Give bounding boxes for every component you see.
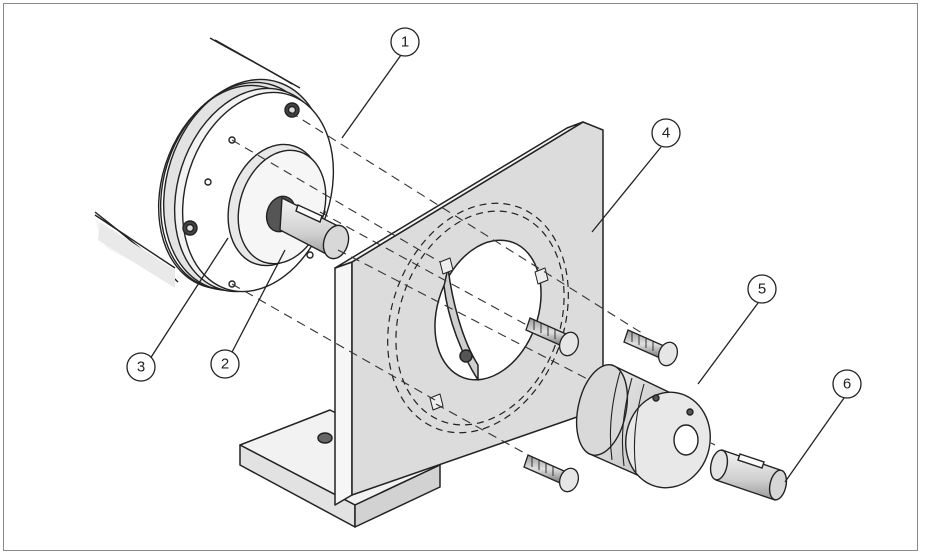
screw-upper xyxy=(623,329,679,367)
leader-1 xyxy=(341,54,402,139)
leader-6 xyxy=(784,397,845,483)
driven-shaft xyxy=(709,449,788,501)
motor-housing xyxy=(94,37,301,288)
callout-2-label: 2 xyxy=(221,356,229,373)
callout-3-label: 3 xyxy=(137,359,145,376)
callout-6-label: 6 xyxy=(843,376,851,393)
callout-2: 2 xyxy=(210,349,240,379)
leader-lines xyxy=(147,54,845,483)
callout-4: 4 xyxy=(651,118,681,148)
callout-1-label: 1 xyxy=(401,34,409,51)
shaft xyxy=(279,196,350,260)
leader-3 xyxy=(147,237,229,363)
leader-5 xyxy=(697,302,759,385)
callout-1: 1 xyxy=(390,27,420,57)
callout-5: 5 xyxy=(747,274,777,304)
leader-4 xyxy=(591,146,662,233)
mounting-bracket xyxy=(239,121,604,528)
screw-bore xyxy=(525,317,580,357)
leader-2 xyxy=(229,249,286,357)
callout-3: 3 xyxy=(126,352,156,382)
callout-4-label: 4 xyxy=(662,125,670,142)
callout-5-label: 5 xyxy=(758,281,766,298)
callout-6: 6 xyxy=(832,369,862,399)
screw-lower xyxy=(523,454,580,493)
coupling xyxy=(575,363,711,489)
